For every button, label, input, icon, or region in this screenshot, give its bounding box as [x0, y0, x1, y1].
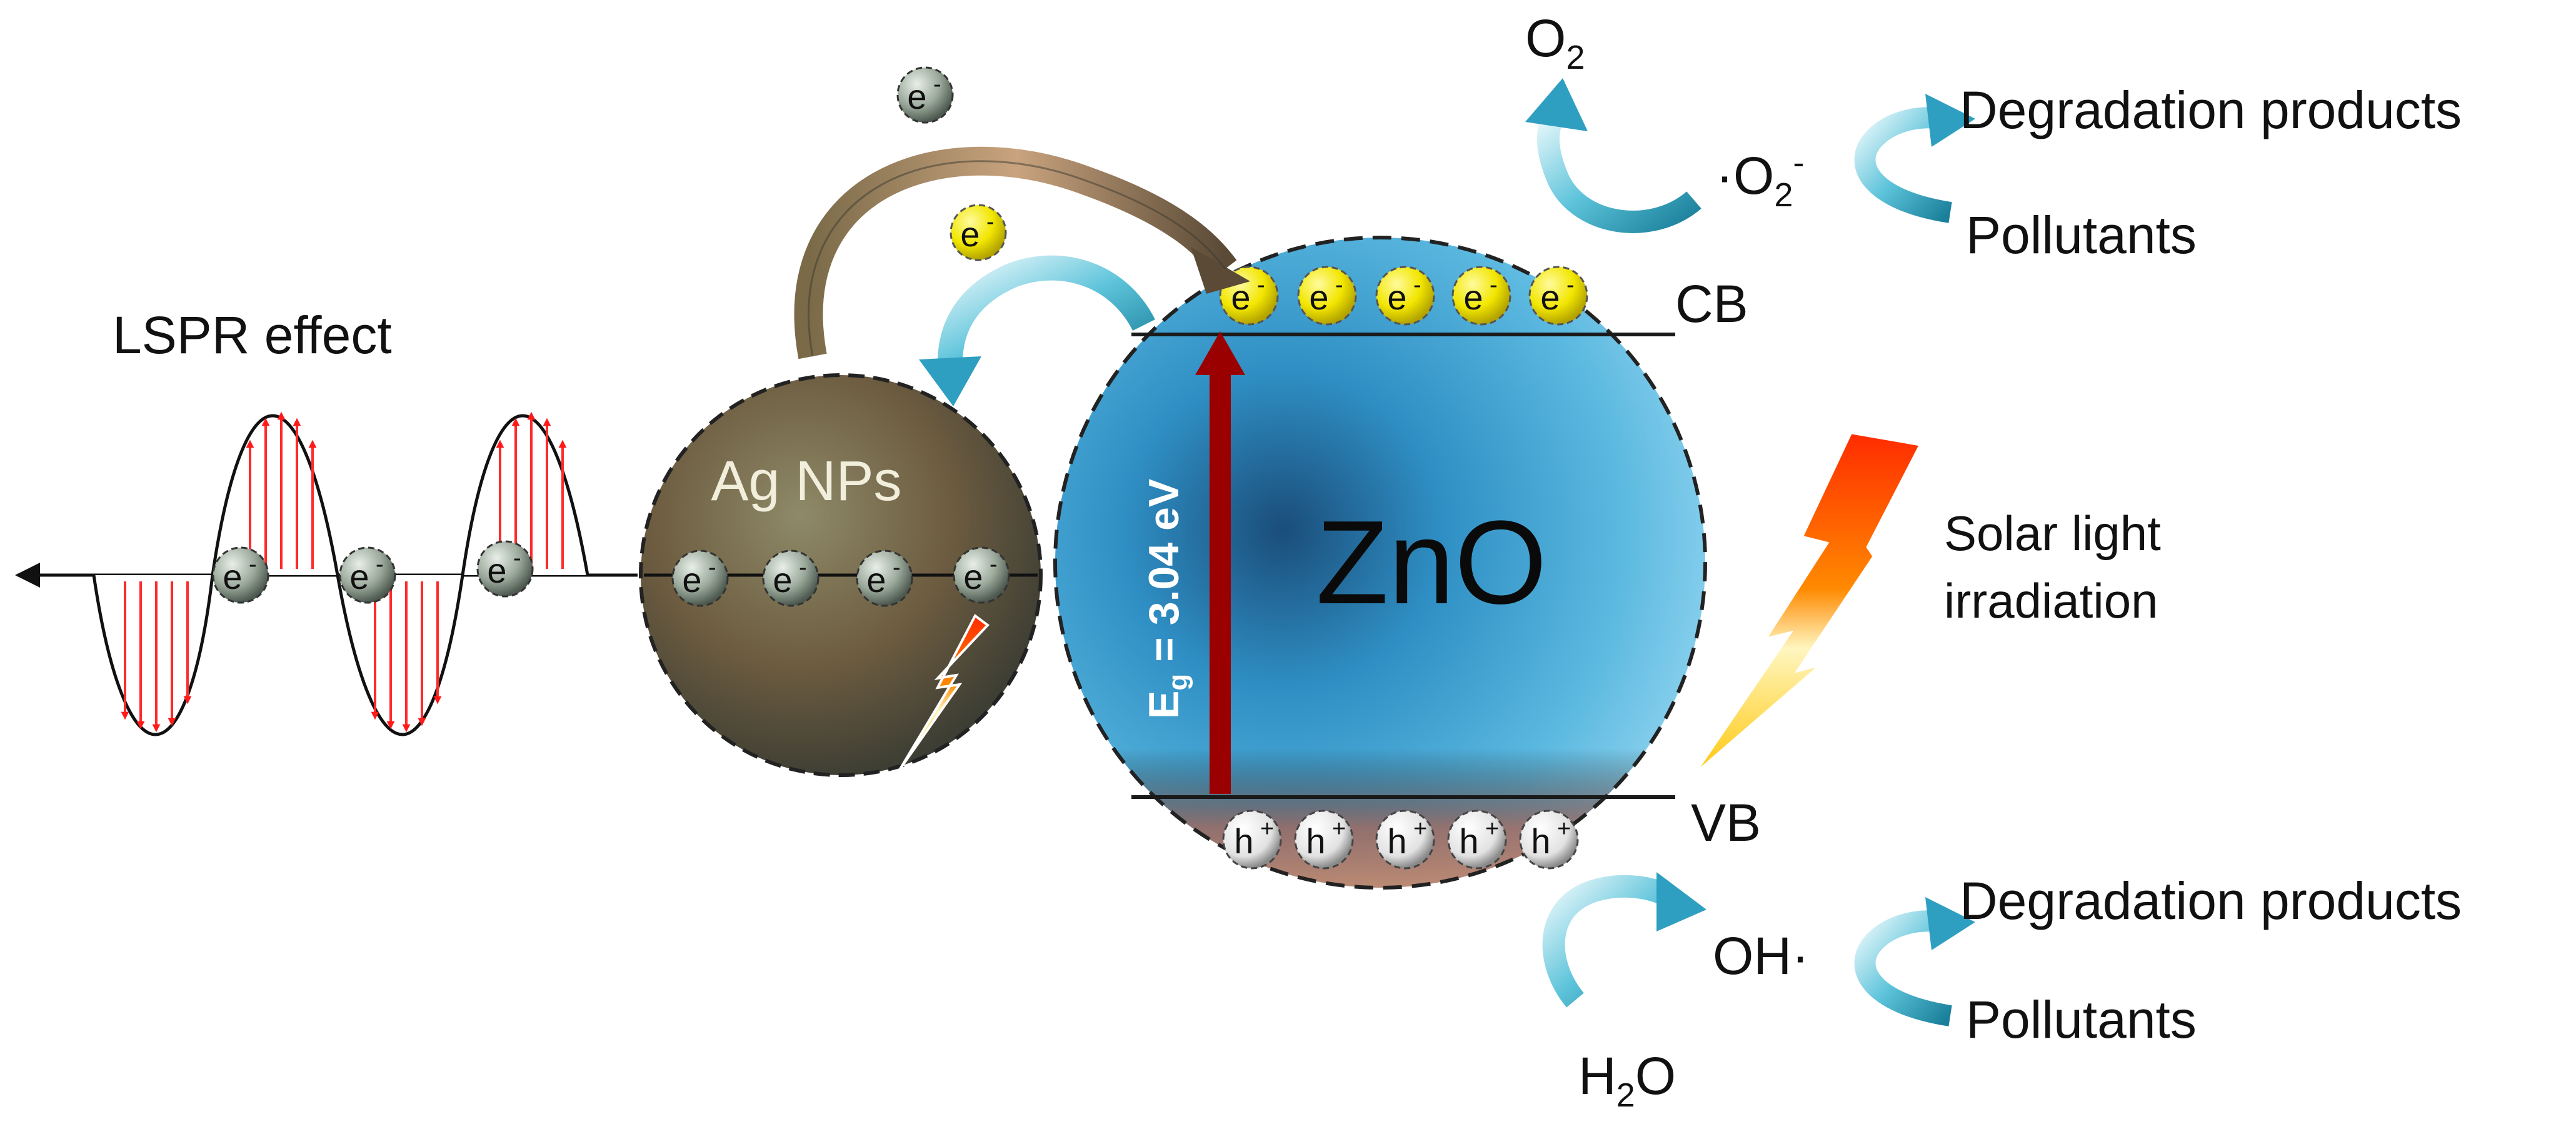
lspr-wave: LSPR effect e - e - e - — [15, 306, 638, 736]
cb-electron: e - — [1297, 266, 1357, 326]
svg-text:-: - — [1566, 272, 1575, 298]
top-degradation-arrow — [1854, 107, 1952, 223]
svg-text:h: h — [1306, 821, 1325, 861]
ag-label: Ag NPs — [711, 450, 901, 513]
svg-text:-: - — [376, 551, 384, 578]
cb-electron: e - — [1528, 266, 1588, 326]
bottom-reactant-label: Pollutants — [1966, 990, 2197, 1049]
svg-text:-: - — [249, 551, 257, 578]
svg-text:-: - — [708, 554, 716, 581]
svg-text:h: h — [1459, 821, 1478, 861]
bottom-product-label: Degradation products — [1960, 871, 2462, 930]
o2-reduction-arrow — [1536, 106, 1701, 233]
cb-label: CB — [1675, 274, 1748, 333]
svg-text:+: + — [1557, 816, 1571, 842]
svg-text:e: e — [487, 551, 506, 590]
svg-text:h: h — [1531, 821, 1550, 861]
water-label: H2O — [1578, 1046, 1676, 1114]
svg-text:h: h — [1234, 821, 1253, 861]
svg-text:e: e — [1463, 278, 1483, 317]
svg-text:e: e — [907, 77, 926, 116]
svg-text:e: e — [223, 557, 242, 596]
wave-electron: e - — [339, 546, 396, 604]
top-reactant-label: Pollutants — [1966, 206, 2197, 264]
ag-electron: e - — [762, 549, 819, 607]
ag-nanoparticle: Ag NPs e - e - e - e - — [639, 373, 1043, 777]
superoxide-label: ·O2- — [1716, 144, 1804, 214]
svg-text:-: - — [986, 209, 995, 235]
bandgap-label: Eg = 3.04 eV — [1140, 479, 1193, 719]
svg-text:-: - — [933, 71, 941, 98]
wave-electron: e - — [212, 546, 269, 604]
svg-text:+: + — [1485, 816, 1499, 842]
zno-semiconductor: ZnO Eg = 3.04 eV e - e - e - e - — [1053, 236, 1707, 890]
transfer-electron: e - — [896, 66, 954, 124]
zno-label: ZnO — [1316, 496, 1547, 629]
top-product-label: Degradation products — [1960, 81, 2462, 139]
svg-text:e: e — [960, 214, 980, 254]
svg-text:-: - — [893, 554, 901, 581]
svg-text:e: e — [1540, 278, 1560, 317]
svg-text:-: - — [990, 551, 998, 578]
top-reaction: O2 ·O2- Degradation products Pollutants — [1525, 9, 2462, 264]
svg-text:-: - — [513, 545, 521, 571]
water-oxidation-arrow — [1542, 875, 1681, 1008]
svg-text:+: + — [1332, 816, 1346, 842]
svg-text:e: e — [773, 560, 792, 600]
svg-text:h: h — [1387, 821, 1406, 861]
wave-electron: e - — [476, 540, 534, 598]
vb-hole: h + — [1375, 810, 1435, 870]
transfer-electron-yellow: e - — [950, 204, 1007, 261]
electron-injection-arrow — [794, 146, 1250, 359]
ag-electron: e - — [856, 549, 913, 607]
svg-text:e: e — [1309, 278, 1328, 317]
svg-text:+: + — [1413, 816, 1427, 842]
light-label-line2: irradiation — [1944, 573, 2158, 628]
hydroxyl-label: OH· — [1713, 926, 1809, 985]
wave-field-arrows — [121, 411, 567, 733]
svg-text:-: - — [1413, 272, 1421, 298]
lspr-title: LSPR effect — [113, 306, 392, 364]
svg-text:-: - — [1490, 272, 1498, 298]
svg-text:-: - — [1335, 272, 1343, 298]
ag-electron: e - — [671, 549, 729, 607]
vb-label: VB — [1691, 793, 1761, 852]
cb-electron: e - — [1451, 266, 1511, 326]
vb-hole: h + — [1447, 810, 1507, 870]
electron-backtransfer-arrow — [919, 255, 1155, 406]
svg-text:e: e — [963, 557, 983, 596]
vb-hole: h + — [1222, 810, 1282, 870]
svg-text:-: - — [799, 554, 807, 581]
svg-text:e: e — [866, 560, 886, 600]
bottom-degradation-arrow — [1854, 910, 1952, 1026]
bandgap-arrow — [1195, 331, 1245, 794]
ag-electron: e - — [953, 546, 1010, 604]
svg-text:e: e — [349, 557, 369, 596]
cb-electron: e - — [1375, 266, 1435, 326]
light-label-line1: Solar light — [1944, 506, 2161, 561]
small-lightning-icon — [899, 613, 990, 770]
svg-text:e: e — [1387, 278, 1406, 317]
bottom-reaction: OH· H2O Degradation products Pollutants — [1542, 871, 2462, 1114]
vb-hole: h + — [1519, 810, 1579, 870]
solar-lightning-icon — [1685, 428, 1927, 784]
svg-text:+: + — [1260, 816, 1274, 842]
svg-text:e: e — [682, 560, 701, 600]
o2-label: O2 — [1525, 9, 1585, 76]
vb-hole: h + — [1294, 810, 1354, 870]
svg-text:-: - — [1257, 272, 1265, 298]
